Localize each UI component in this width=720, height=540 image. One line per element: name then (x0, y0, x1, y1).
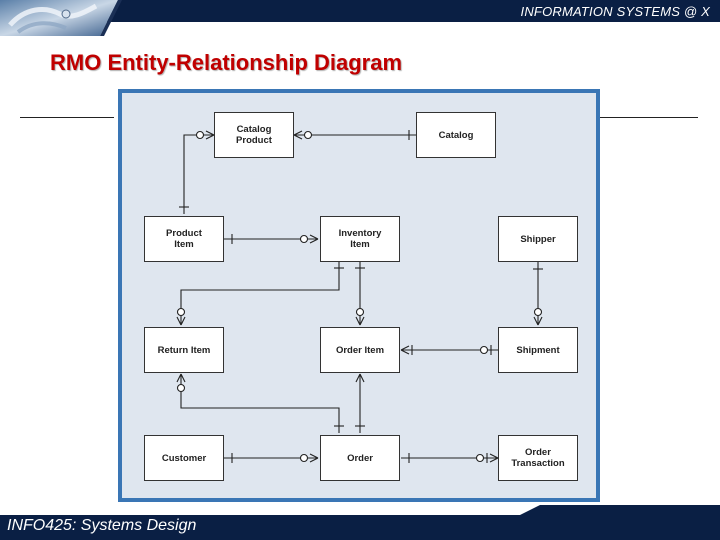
entity-catalog-product: Catalog Product (214, 112, 294, 158)
relationship-lines (176, 130, 543, 463)
rel-productitem-inventoryitem (224, 234, 319, 244)
entity-customer: Customer (144, 435, 224, 481)
rel-orderitem-shipment (400, 345, 498, 355)
rel-returnitem-order (176, 373, 344, 433)
entity-order-transaction: Order Transaction (498, 435, 578, 481)
rel-orderitem-order (355, 373, 365, 433)
footer-banner (0, 505, 720, 540)
footer-banner-graphic (0, 505, 720, 540)
footer-text: INFO425: Systems Design (7, 517, 197, 534)
entity-catalog: Catalog (416, 112, 496, 158)
entity-return-item: Return Item (144, 327, 224, 373)
header-text: INFORMATION SYSTEMS @ X (520, 4, 710, 19)
entity-shipper: Shipper (498, 216, 578, 262)
top-banner: INFORMATION SYSTEMS @ X (0, 0, 720, 36)
title-rule-right (600, 117, 698, 118)
rel-shipper-shipment (533, 262, 543, 326)
entity-order: Order (320, 435, 400, 481)
rel-productitem-catalogproduct (179, 130, 215, 214)
title-rule-left (20, 117, 114, 118)
entity-product-item: Product Item (144, 216, 224, 262)
top-banner-graphic (0, 0, 720, 36)
rel-order-ordertransaction (401, 453, 499, 463)
rel-inventoryitem-orderitem (355, 262, 365, 326)
entity-shipment: Shipment (498, 327, 578, 373)
entity-order-item: Order Item (320, 327, 400, 373)
slide-title: RMO Entity-Relationship Diagram (50, 50, 403, 75)
rel-customer-order (224, 453, 319, 463)
erd-diagram: Catalog Product Catalog Product Item Inv… (118, 89, 600, 502)
rel-catalogproduct-catalog (293, 130, 416, 140)
rel-inventoryitem-returnitem (176, 262, 344, 326)
entity-inventory-item: Inventory Item (320, 216, 400, 262)
